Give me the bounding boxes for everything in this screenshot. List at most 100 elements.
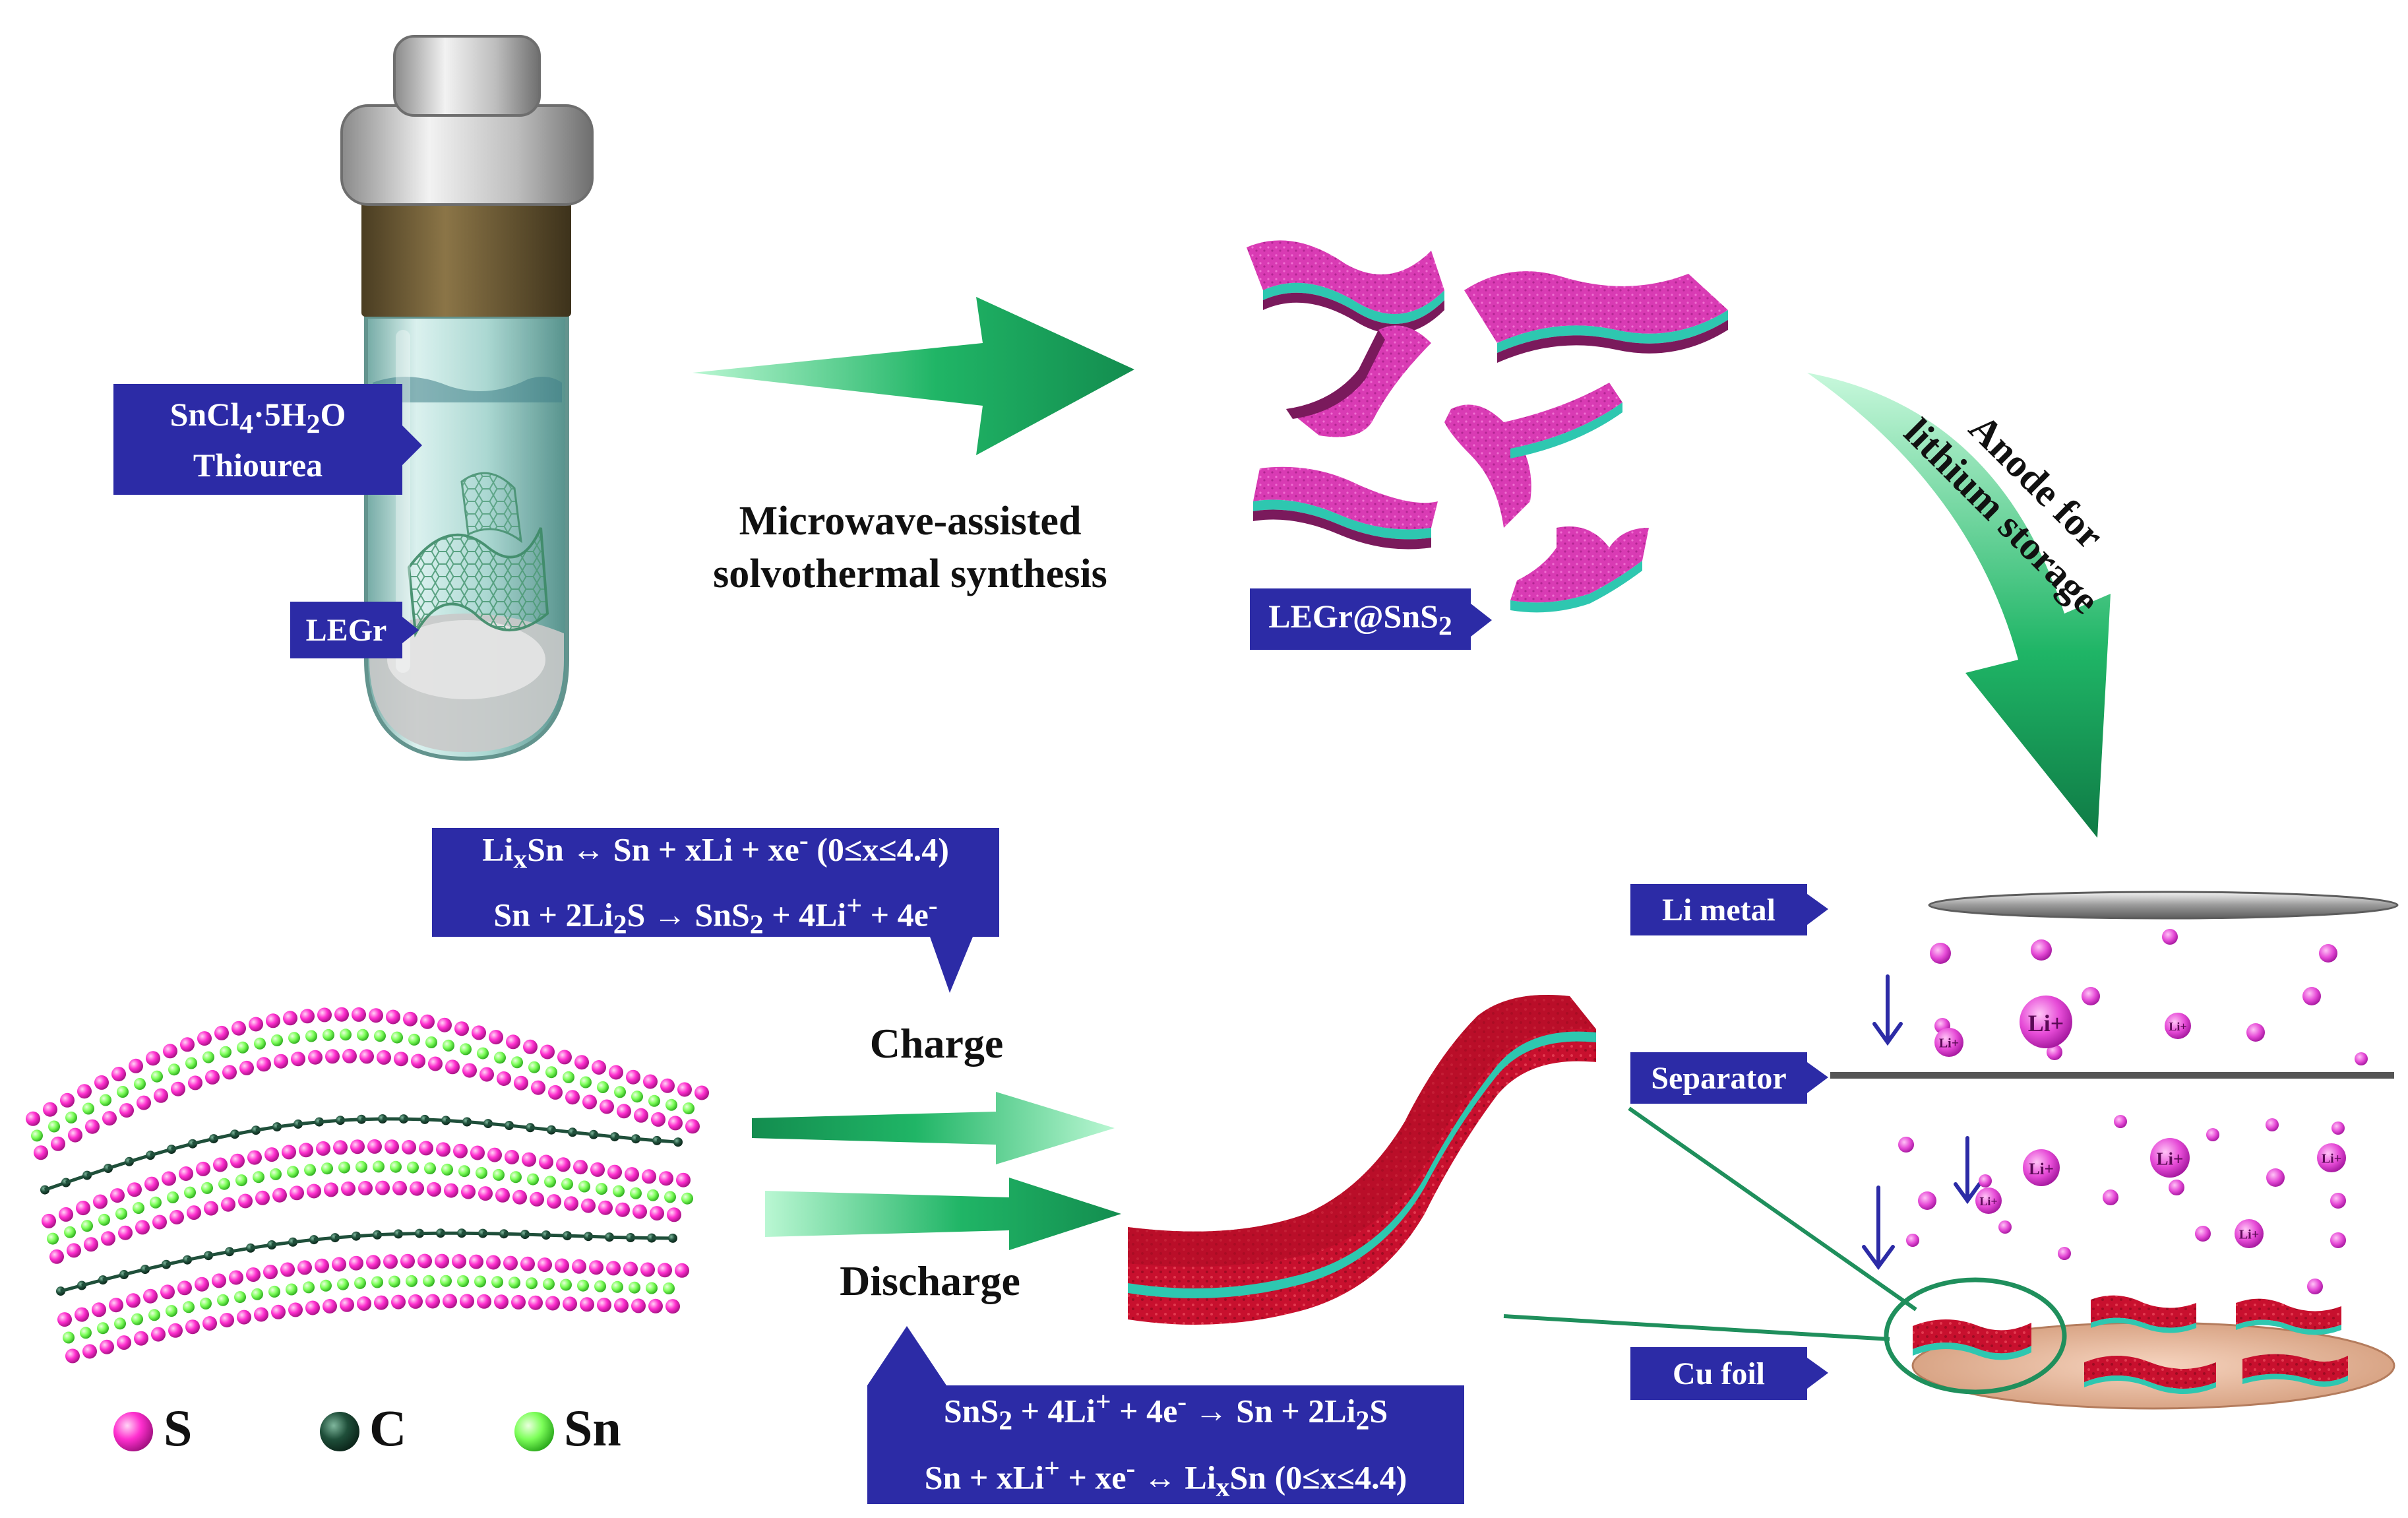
s-atom <box>461 1184 476 1199</box>
sn-atom <box>321 1162 333 1175</box>
s-atom <box>290 1186 304 1201</box>
li-ion <box>2319 944 2337 963</box>
sn-atom <box>424 1162 436 1174</box>
s-atom <box>677 1082 692 1097</box>
s-atom <box>486 1255 501 1270</box>
support-callout-shape <box>290 602 419 658</box>
sn-atom <box>388 1275 400 1288</box>
s-atom <box>453 1143 468 1158</box>
s-atom <box>171 1081 185 1096</box>
s-atom <box>420 1014 435 1029</box>
s-atom <box>307 1184 321 1199</box>
s-atom <box>403 1011 417 1027</box>
s-atom <box>512 1189 527 1205</box>
s-atom <box>598 1200 613 1215</box>
s-atom <box>609 1065 623 1080</box>
s-atom <box>385 1139 399 1154</box>
s-atom <box>77 1084 92 1099</box>
s-atom <box>325 1049 340 1064</box>
li-ion-large <box>2020 996 2072 1048</box>
s-atom <box>246 1267 261 1282</box>
li-ion <box>2031 939 2052 961</box>
sn-atom <box>288 1032 300 1044</box>
li-ion-large <box>2165 1013 2191 1039</box>
s-atom <box>582 1094 597 1110</box>
s-atom <box>538 1257 552 1273</box>
product-callout: LEGr@SnS2 <box>1250 588 1471 650</box>
sn-atom <box>509 1277 520 1289</box>
s-atom <box>695 1085 709 1100</box>
s-atom <box>589 1260 603 1275</box>
s-atom <box>366 1255 381 1270</box>
sn-atom <box>563 1071 574 1083</box>
s-atom <box>283 1011 297 1026</box>
s-atom <box>51 1136 65 1151</box>
s-atom <box>204 1201 218 1216</box>
sn-atom <box>545 1066 557 1079</box>
sn-atom <box>268 1285 280 1298</box>
s-atom <box>607 1164 622 1180</box>
s-atom <box>410 1181 424 1196</box>
s-atom <box>254 1307 268 1322</box>
s-atom <box>274 1054 288 1069</box>
support-label: LEGr <box>305 612 387 648</box>
s-atom <box>197 1031 212 1046</box>
sn-atom <box>304 1164 316 1176</box>
s-atom <box>417 1253 432 1269</box>
s-atom <box>667 1207 681 1222</box>
sn-atom <box>663 1282 675 1294</box>
charge-equations: LixSn ↔ Sn + xLi + xe- (0≤x≤4.4) Sn + 2L… <box>432 825 999 939</box>
battery-cell <box>1503 891 2399 1410</box>
sn-atom <box>561 1178 573 1190</box>
li-ion <box>1898 1137 1914 1153</box>
s-atom <box>411 1054 425 1069</box>
s-atom <box>187 1205 201 1220</box>
sn-atom <box>48 1120 60 1133</box>
s-atom <box>359 1049 374 1064</box>
li-ion <box>2082 987 2100 1005</box>
s-atom <box>332 1257 346 1272</box>
s-atom <box>179 1166 193 1181</box>
separator-callout: Separator <box>1630 1052 1807 1104</box>
sn-atom <box>631 1091 643 1103</box>
sn-atom <box>494 1052 506 1064</box>
s-atom <box>580 1297 594 1312</box>
s-atom <box>151 1327 166 1342</box>
s-atom <box>213 1157 228 1172</box>
li-ion <box>2266 1118 2279 1131</box>
charge-equation-2: Sn + 2Li2S → SnS2 + 4Li+ + 4e- <box>493 890 938 940</box>
s-atom <box>650 1206 664 1221</box>
discharge-equation-2: Sn + xLi+ + xe- ↔ LixSn (0≤x≤4.4) <box>924 1453 1407 1503</box>
sn-atom <box>287 1166 299 1178</box>
s-atom <box>316 1141 330 1156</box>
charge-callout-shape <box>432 828 999 993</box>
sn-atom <box>647 1189 659 1201</box>
li-ion-large <box>1934 1028 1963 1057</box>
li-ion <box>1998 1220 2012 1234</box>
s-atom <box>65 1348 80 1364</box>
sn-atom <box>664 1191 676 1203</box>
li-ion-large <box>2150 1138 2190 1178</box>
s-atom <box>658 1263 672 1278</box>
li-ion-label: Li+ <box>2322 1152 2341 1166</box>
s-atom <box>152 1215 167 1230</box>
sn-atom <box>167 1191 179 1203</box>
s-atom <box>556 1157 571 1172</box>
s-atom <box>255 1190 270 1205</box>
s-atom <box>26 1111 40 1126</box>
li-ion <box>2047 1044 2062 1060</box>
s-atom <box>352 1007 366 1022</box>
discharge-equations: SnS2 + 4Li+ + 4e- → Sn + 2Li2S Sn + xLi+… <box>867 1385 1464 1504</box>
s-atom <box>547 1194 561 1209</box>
sn-atom <box>493 1168 505 1181</box>
sn-atom <box>474 1275 486 1288</box>
s-atom <box>94 1075 109 1090</box>
s-atom <box>333 1140 348 1155</box>
s-atom <box>402 1140 416 1154</box>
s-atom <box>317 1007 332 1023</box>
s-atom <box>425 1294 440 1309</box>
li-ion-large <box>2235 1219 2264 1248</box>
sn-atom <box>168 1063 180 1076</box>
s-atom <box>660 1078 675 1093</box>
